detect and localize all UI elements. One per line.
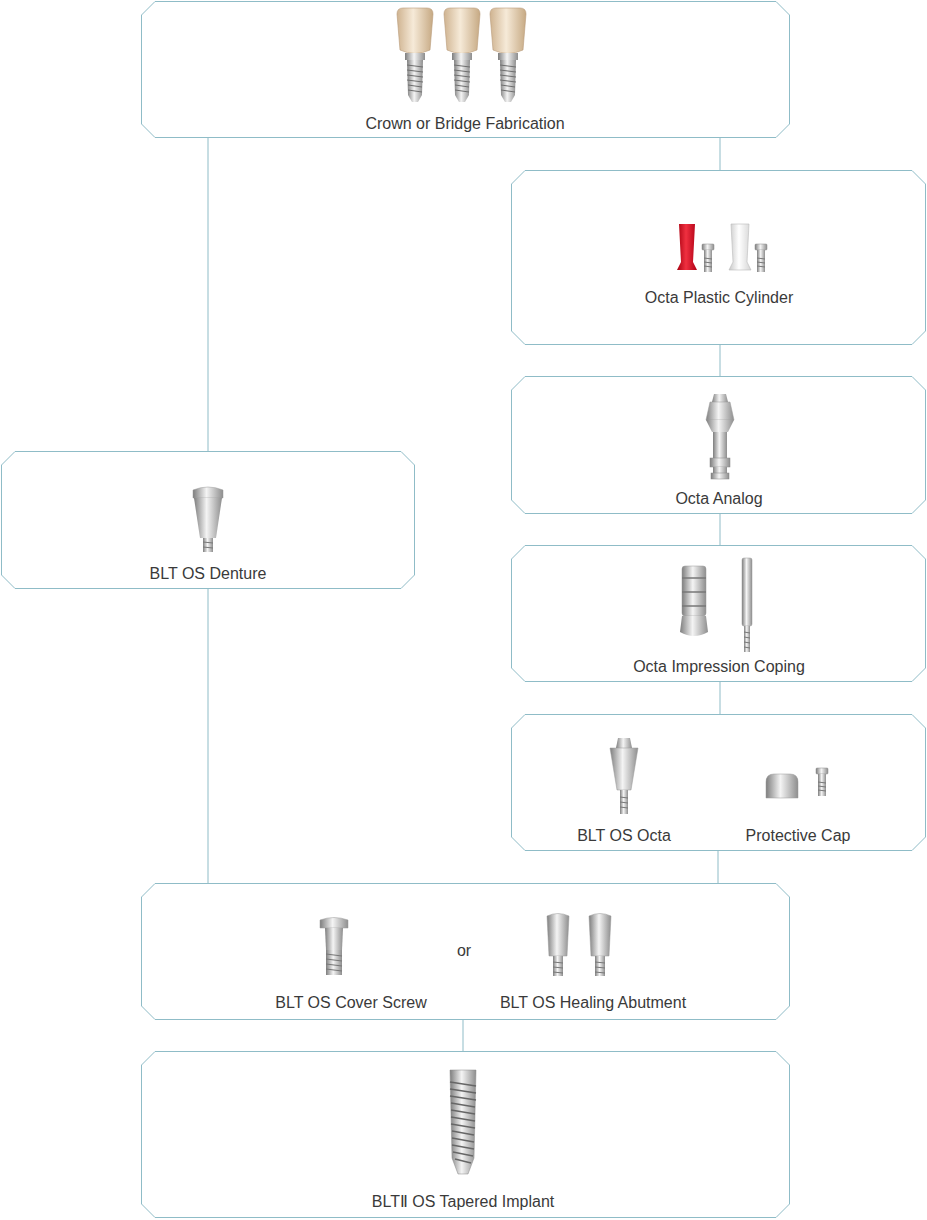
- connector-line: [720, 345, 721, 376]
- box-label: BLT OS Denture: [150, 564, 267, 584]
- flow-box: Octa Analog: [511, 376, 926, 514]
- flow-box: BLT OS Denture: [1, 451, 415, 589]
- box-label: Protective Cap: [746, 826, 851, 846]
- connector-line: [720, 682, 721, 714]
- box-outline: [511, 170, 926, 345]
- box-label: BLTⅡ OS Tapered Implant: [372, 1192, 554, 1212]
- box-border: [512, 546, 926, 682]
- box-label: Octa Plastic Cylinder: [645, 288, 794, 308]
- box-border: [142, 884, 790, 1020]
- connector-line: [720, 514, 721, 545]
- box-label: Octa Impression Coping: [633, 657, 805, 677]
- box-border: [142, 2, 790, 138]
- box-outline: [511, 714, 926, 851]
- flow-box: Octa Plastic Cylinder: [511, 170, 926, 345]
- flow-box: Crown or Bridge Fabrication: [141, 1, 790, 138]
- flow-box: BLTⅡ OS Tapered Implant: [141, 1051, 790, 1218]
- box-outline: [141, 1051, 790, 1218]
- flow-box: BLT OS Cover Screw orBLT OS Healing Abutm…: [141, 883, 790, 1020]
- connector-line: [208, 589, 209, 883]
- connector-line: [208, 138, 209, 451]
- box-label: BLT OS Octa: [577, 826, 671, 846]
- box-label: BLT OS Cover Screw: [275, 993, 426, 1013]
- box-label: Crown or Bridge Fabrication: [365, 114, 564, 134]
- box-border: [512, 377, 926, 514]
- connector-line: [720, 138, 721, 170]
- connector-line: [463, 1020, 464, 1051]
- box-label: BLT OS Healing Abutment: [500, 993, 686, 1013]
- box-label: Octa Analog: [675, 489, 762, 509]
- flow-box: BLT OS Octa Protective Cap: [511, 714, 926, 851]
- box-border: [512, 715, 926, 851]
- box-border: [142, 1052, 790, 1218]
- box-border: [512, 171, 926, 345]
- box-label: or: [457, 941, 471, 961]
- flow-box: Octa Impression Coping: [511, 545, 926, 682]
- box-border: [2, 452, 415, 589]
- connector-line: [718, 851, 719, 883]
